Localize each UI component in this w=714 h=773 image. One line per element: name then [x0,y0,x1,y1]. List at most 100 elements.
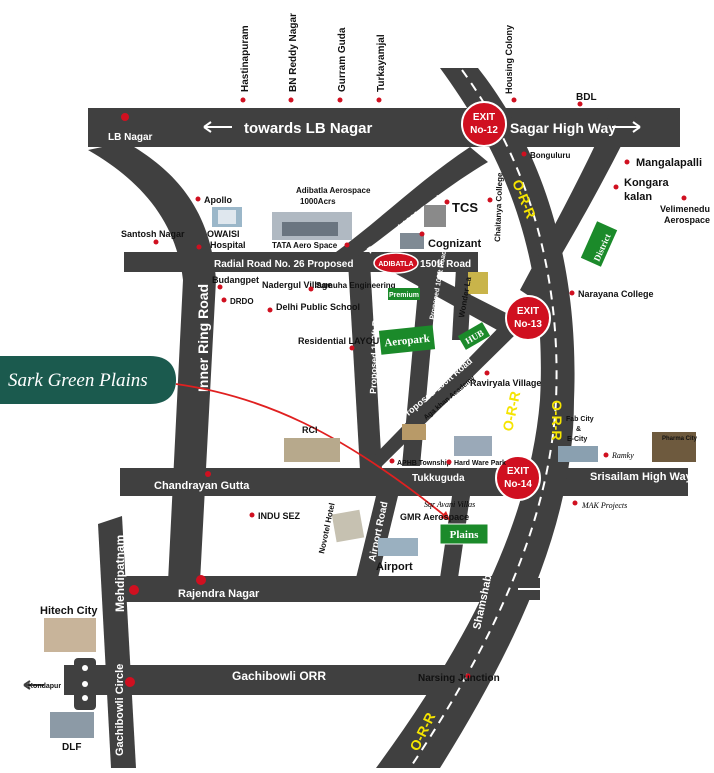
svg-text:No-14: No-14 [504,479,532,490]
turkayamjal-label: Turkayamjal [376,34,387,92]
arrow-to-plains-icon [175,383,451,521]
ramky-label: Ramky [611,451,634,460]
aerospace-label: Aerospace [664,215,710,225]
inner-ring-road-label: Inner Ring Road [195,284,211,392]
hitech-city-label: Hitech City [40,605,98,617]
residential-label: Residential LAYOUTS [298,336,391,346]
budangpet-label: Budangpet [212,275,259,285]
lb-nagar-road [88,108,680,147]
narsing-label: Narsing Junction [418,673,500,684]
rci-image [284,438,340,462]
mak-projects-label: MAK Projects [581,501,627,510]
rajendra-nagar-road [122,576,510,602]
proposed-120ft-label: Proposed 120ft Road [368,304,381,394]
gmr-label: GMR Aerospace [400,512,469,522]
orr-label: O-R-R [499,390,523,433]
lb-nagar-label: LB Nagar [108,132,153,143]
arrow-west-icon [23,680,44,690]
pharma-city-image [652,432,696,462]
wonder-la-image [468,272,488,294]
agakhan-image [402,424,426,440]
drdo-label: DRDO [230,297,254,306]
housing-colony-label: Housing Colony [504,25,514,94]
chandrayan-gutta-label: Chandrayan Gutta [154,480,250,492]
cognizant-image [400,233,424,249]
novotel-label: Novotel Hotel [317,502,337,554]
rci-label: RCI [302,425,318,435]
airport-road [356,496,398,578]
bdl-label: BDL [576,92,597,103]
svg-text:No-12: No-12 [470,125,498,136]
cognizant-label: Cognizant [428,238,481,250]
gachibowli-circle-label: Gachibowli Circle [114,664,126,756]
adibatla-aero-label: Adibatla Aerospace [296,186,371,195]
srisailam-label: Srisailam High Way [590,471,693,483]
sark-green-plains-banner [0,356,176,404]
road-150ft-label: 150ft Road [420,259,471,270]
arrow-east-icon [612,121,641,133]
gachibowli-orr-label: Gachibowli ORR [232,669,326,683]
premium-badge [388,288,420,300]
amp-label: & [576,426,581,433]
exit-12-marker: EXIT No-12 [461,101,507,147]
mangalapalli-label: Mangalapalli [636,157,702,169]
svg-text:Premium: Premium [389,292,419,299]
svg-text:Plains: Plains [450,529,479,541]
tcs-image [424,205,446,227]
gurram-guda-label: Gurram Guda [337,27,348,92]
mehdipatnam-road [98,516,136,768]
hardware-park-label: Hard Ware Park [454,460,506,467]
svg-text:EXIT: EXIT [507,466,529,477]
hospital-label: Hospital [210,240,246,250]
svg-text:EXIT: EXIT [517,306,539,317]
acrs-label: 1000Acrs [300,197,336,206]
adibatla-label: ADIBATLA [378,261,413,268]
tata-aero-image [272,212,352,240]
tcs-label: TCS [452,200,478,215]
arrow-east-icon [518,583,549,595]
samuha-label: Samuha Engineering [316,281,396,290]
plains-badge [439,523,489,545]
chaitanya-college-label: Chaitanya College [493,172,504,242]
fab-city-image [558,446,598,462]
fab-city-label: Fab City [566,416,594,423]
hardware-park-image [454,436,492,456]
sagar-highway-label: Sagar High Way [510,120,616,136]
aeropark-road [402,268,438,466]
novotel-image [331,509,365,543]
hub-badge [457,322,491,350]
kondapur-label: Kondapur [28,683,61,690]
exit-13-marker: EXIT No-13 [505,295,551,341]
exit-14-marker: EXIT No-14 [495,455,541,501]
bonguluru-label: Bonguluru [530,151,571,160]
proposed-100ft-road-south [360,320,520,470]
aphb-label: APHB Township [397,460,451,467]
rajendra-nagar-label: Rajendra Nagar [178,588,260,600]
santosh-nagar-label: Santosh Nagar [121,229,185,239]
raviryala-label: Raviryala Village [470,378,541,388]
hastinapuram-label: Hastinapuram [240,25,251,92]
arrow-west-icon [203,121,232,133]
lb-nagar-road-label: towards LB Nagar [244,120,373,137]
hitech-city-image [44,618,96,652]
sqr-avani-label: Sqr Avani Villas [424,500,475,509]
project-title: Sark Green Plains [8,370,148,391]
e-city-label: E-City [567,436,587,443]
apollo-label: Apollo [204,195,232,205]
aeropark-badge [378,325,436,355]
proposed-100ft-road [332,147,488,260]
proposed-120ft-road [348,262,382,470]
pharma-city-label: Pharma City [662,436,698,442]
kalan-label: kalan [624,191,652,203]
indu-sez-label: INDU SEZ [258,511,301,521]
owaisi-label: OWAISI [207,229,240,239]
bn-reddy-nagar-label: BN Reddy Nagar [288,13,299,92]
velimenedu-label: Velimenedu [660,204,710,214]
dlf-image [50,712,94,738]
wonder-la-road [452,268,472,340]
radial-road-label: Radial Road No. 26 Proposed [214,259,353,270]
tata-aero-label: TATA Aero Space [272,241,338,250]
airport-label: Airport [376,561,413,573]
svg-text:Aeropark: Aeropark [384,333,432,350]
bangalore-highway-label: Bangalore High Way [563,581,670,593]
